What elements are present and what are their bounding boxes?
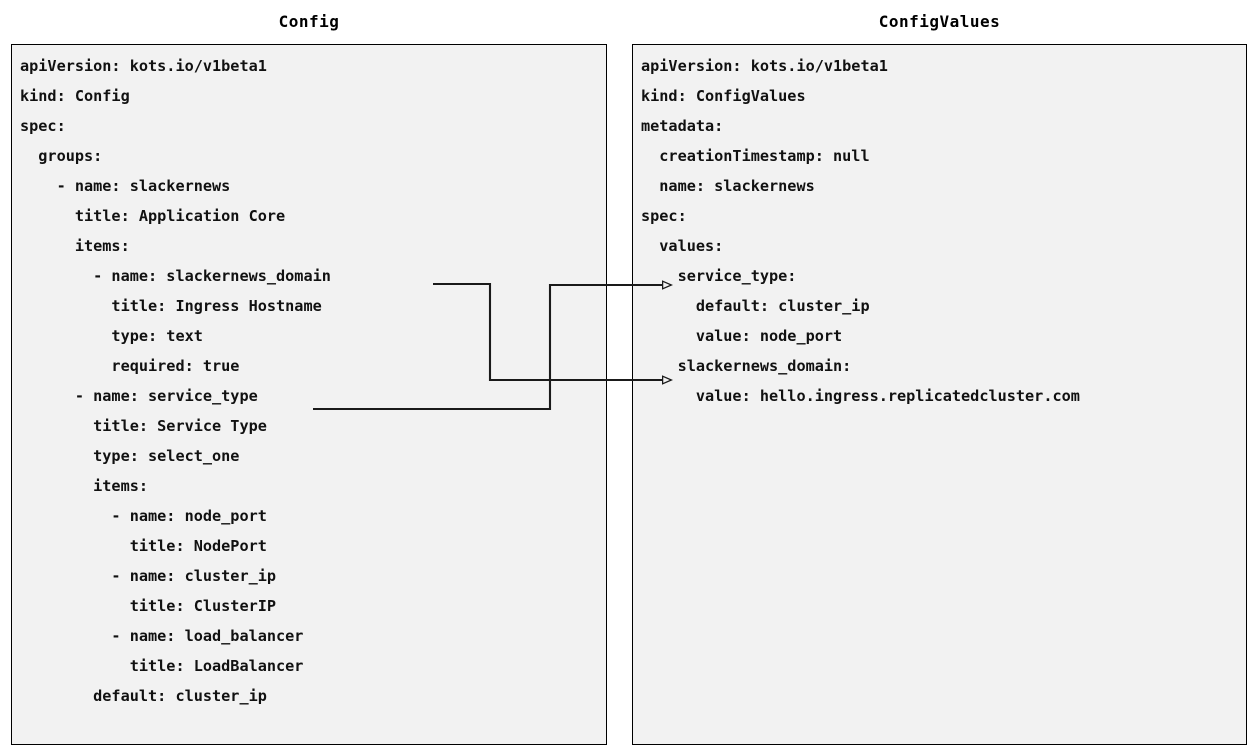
configvalues-yaml-line: slackernews_domain: xyxy=(641,357,852,375)
config-yaml-line: - name: node_port xyxy=(20,507,267,525)
configvalues-yaml-line: creationTimestamp: null xyxy=(641,147,870,165)
config-yaml-line: kind: Config xyxy=(20,87,130,105)
configvalues-yaml-line: service_type: xyxy=(641,267,797,285)
config-yaml-line: - name: load_balancer xyxy=(20,627,304,645)
config-yaml-line: title: LoadBalancer xyxy=(20,657,304,675)
configvalues-yaml-text: apiVersion: kots.io/v1beta1 kind: ConfigV… xyxy=(641,51,1242,411)
config-yaml-line: - name: slackernews xyxy=(20,177,231,195)
config-yaml-line: spec: xyxy=(20,117,66,135)
configvalues-yaml-line: metadata: xyxy=(641,117,724,135)
configvalues-yaml-line: default: cluster_ip xyxy=(641,297,870,315)
config-yaml-line: items: xyxy=(20,477,149,495)
configvalues-yaml-line: kind: ConfigValues xyxy=(641,87,806,105)
config-yaml-text: apiVersion: kots.io/v1beta1 kind: Config s… xyxy=(20,51,602,711)
config-yaml-line: default: cluster_ip xyxy=(20,687,267,705)
config-yaml-line: title: Service Type xyxy=(20,417,267,435)
configvalues-yaml-line: value: hello.ingress.replicatedcluster.c… xyxy=(641,387,1080,405)
configvalues-yaml-line: value: node_port xyxy=(641,327,843,345)
config-yaml-line: - name: service_type xyxy=(20,387,258,405)
configvalues-yaml-line: spec: xyxy=(641,207,687,225)
configvalues-yaml-line: apiVersion: kots.io/v1beta1 xyxy=(641,57,888,75)
configvalues-yaml-panel: apiVersion: kots.io/v1beta1 kind: ConfigV… xyxy=(632,44,1247,745)
config-yaml-line: - name: cluster_ip xyxy=(20,567,277,585)
config-yaml-line: title: NodePort xyxy=(20,537,267,555)
config-yaml-line: type: select_one xyxy=(20,447,240,465)
config-yaml-panel: apiVersion: kots.io/v1beta1 kind: Config s… xyxy=(11,44,607,745)
configvalues-yaml-line: values: xyxy=(641,237,724,255)
config-yaml-line: required: true xyxy=(20,357,240,375)
config-yaml-line: - name: slackernews_domain xyxy=(20,267,331,285)
config-yaml-line: title: Ingress Hostname xyxy=(20,297,322,315)
configvalues-yaml-line: name: slackernews xyxy=(641,177,815,195)
config-yaml-line: title: ClusterIP xyxy=(20,597,277,615)
config-yaml-line: apiVersion: kots.io/v1beta1 xyxy=(20,57,267,75)
configvalues-panel-title: ConfigValues xyxy=(878,12,1001,31)
config-yaml-line: groups: xyxy=(20,147,103,165)
config-panel-title: Config xyxy=(278,12,340,31)
config-yaml-line: items: xyxy=(20,237,130,255)
config-yaml-line: type: text xyxy=(20,327,203,345)
config-yaml-line: title: Application Core xyxy=(20,207,286,225)
